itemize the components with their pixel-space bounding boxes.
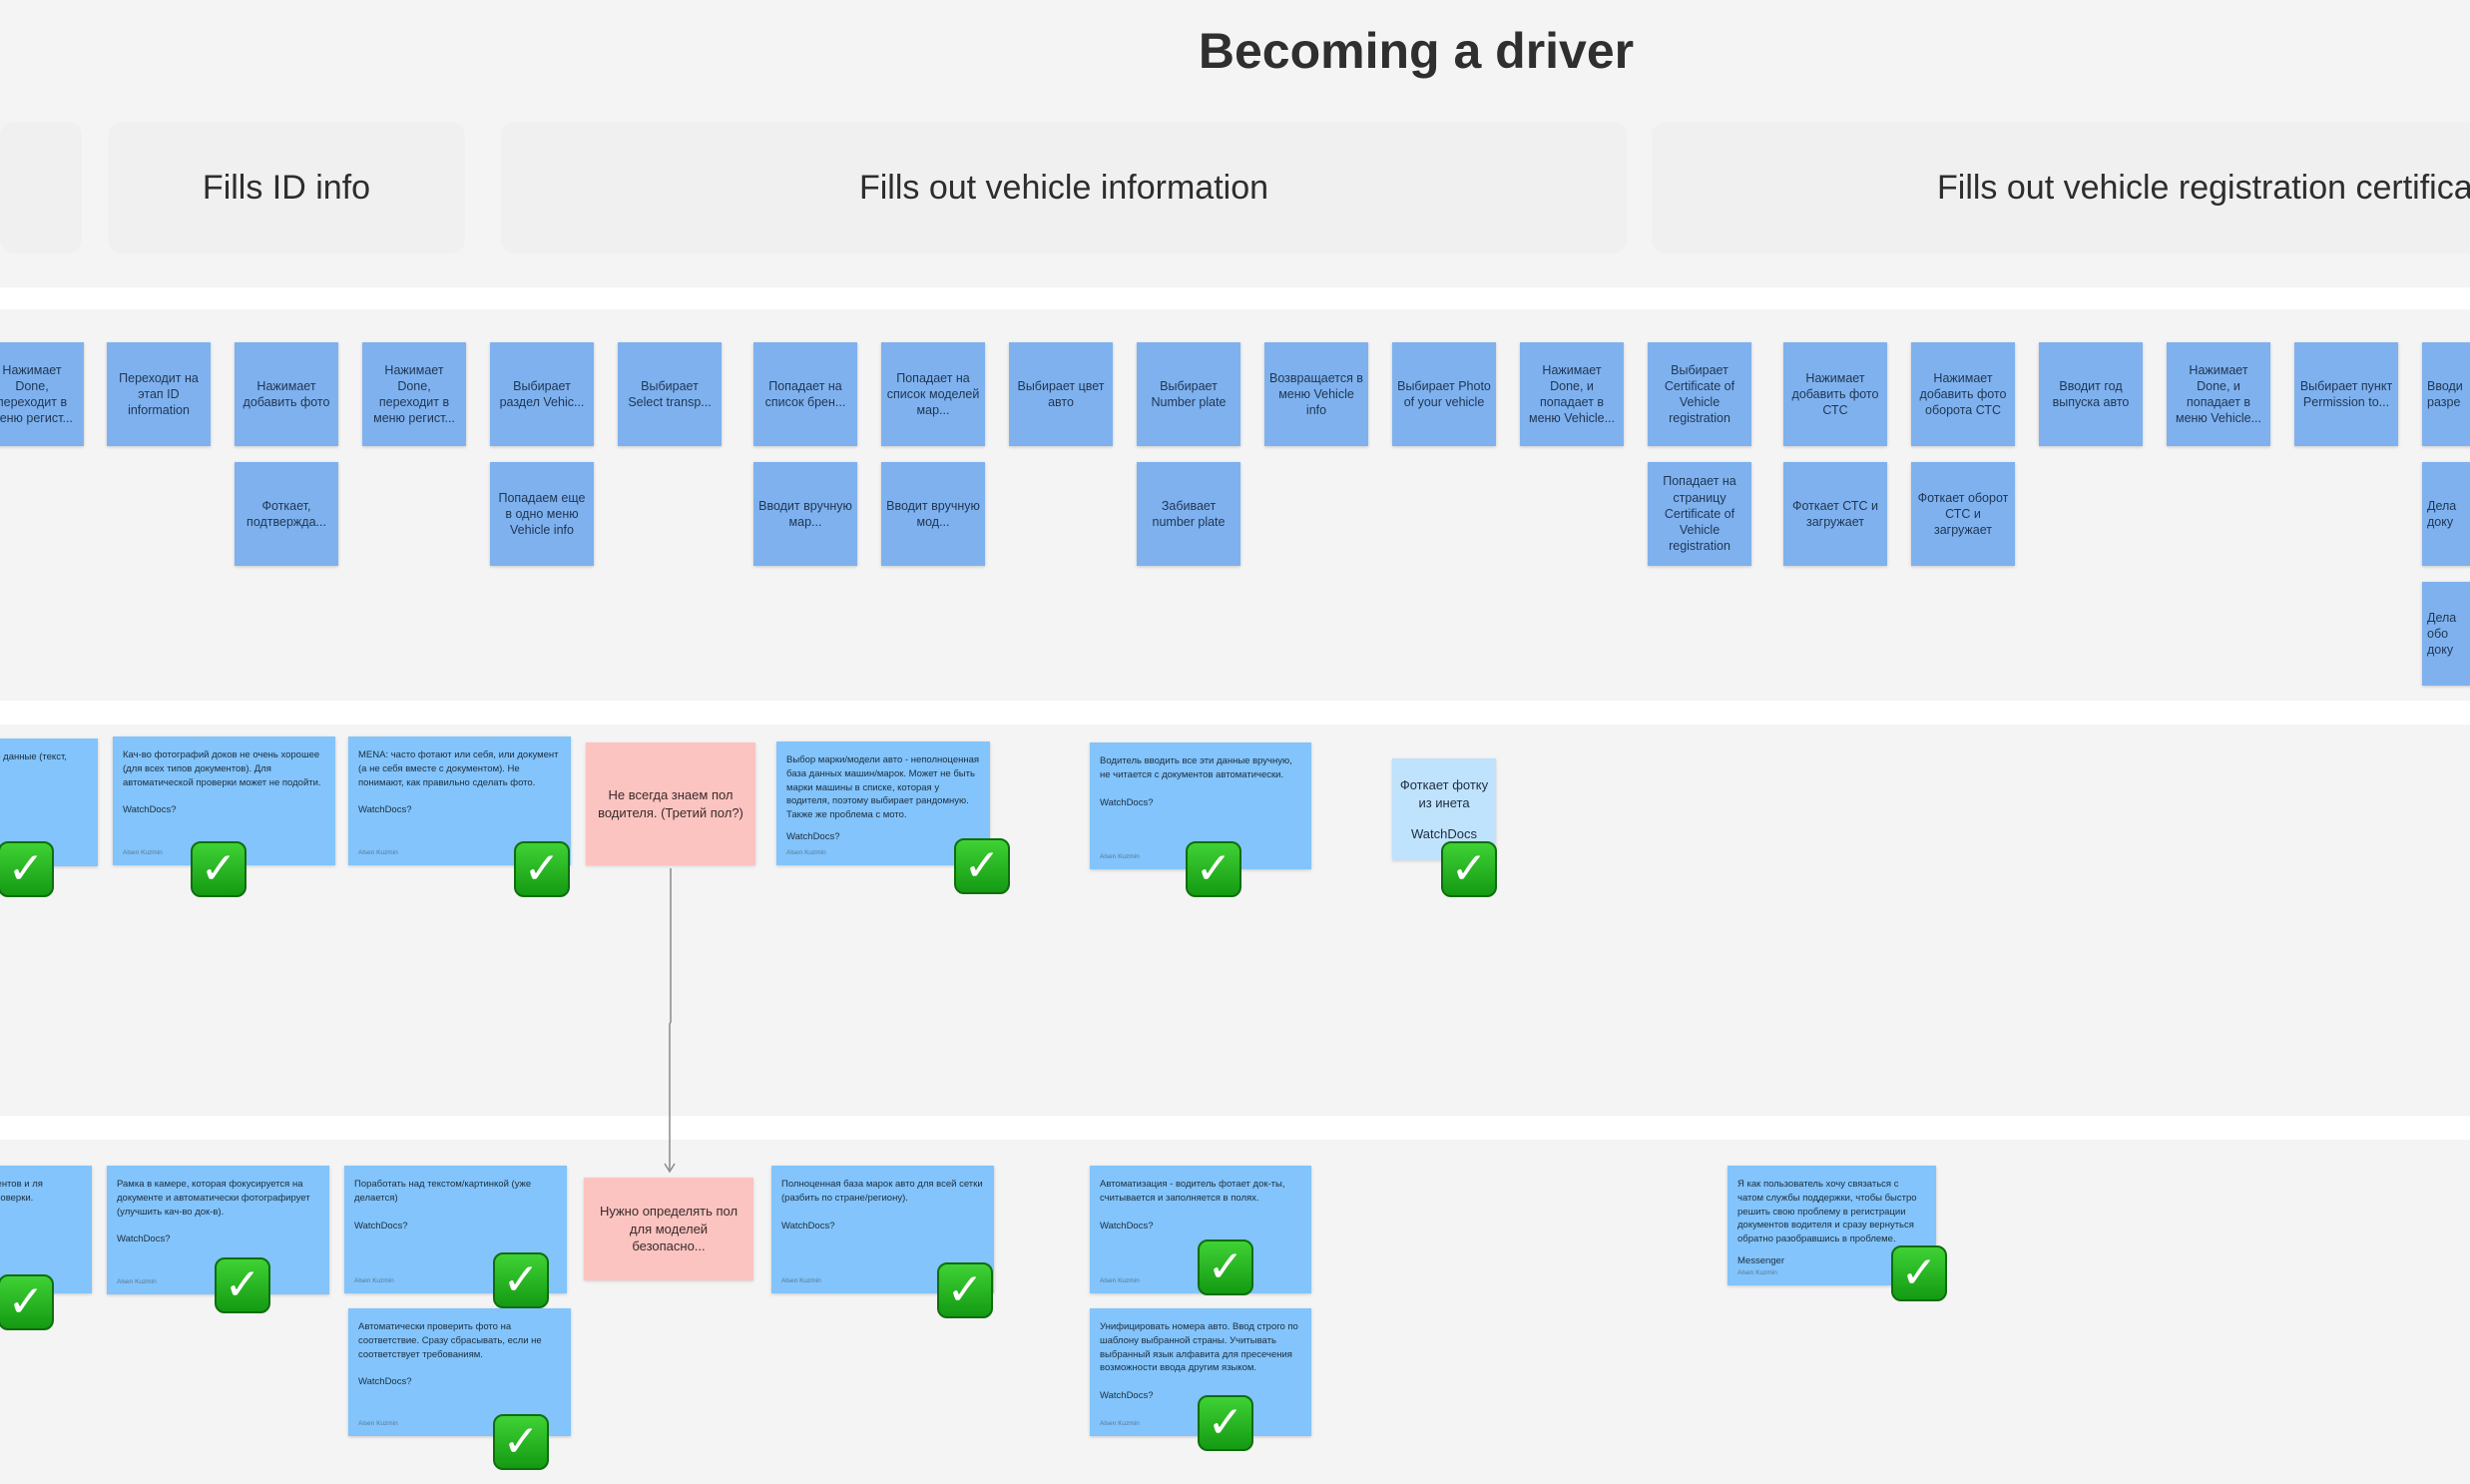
step-sticky[interactable]: Выбирает раздел Vehic... [490,342,594,446]
phase-registration-certificate[interactable]: Fills out vehicle registration certifica [1652,122,2470,253]
step-sticky[interactable]: Нажимает Done, переходит в меню регист..… [362,342,466,446]
step-sticky[interactable]: Выбирает Number plate [1137,342,1240,446]
step-sticky[interactable]: Нажимает Done, и попадает в меню Vehicle… [2167,342,2270,446]
note-author: Alsen Kuzmin [1100,852,1140,860]
step-sticky[interactable]: Вводит год выпуска авто [2039,342,2143,446]
note-tag: WatchDocs? [358,1376,412,1388]
note-text: но данные (текст, [0,751,67,762]
comment-sticky[interactable]: Поработать над текстом/картинкой (уже де… [344,1166,567,1293]
comment-sticky[interactable]: Водитель вводить все эти данные вручную,… [1090,742,1311,869]
step-sticky[interactable]: Нажимает добавить фото [235,342,338,446]
note-author: Alsen Kuzmin [1100,1276,1140,1284]
step-sticky[interactable]: Выбирает Certificate of Vehicle registra… [1648,342,1751,446]
note-text: Кач-во фотографий доков не очень хорошее… [123,749,321,788]
checkmark-icon: ✓ [1198,1395,1253,1451]
step-sticky[interactable]: Выбирает Select transp... [618,342,722,446]
step-sticky[interactable]: Забивает number plate [1137,462,1240,566]
note-author: Alsen Kuzmin [358,848,398,856]
step-sticky[interactable]: Вводит вручную мод... [881,462,985,566]
step-sticky[interactable]: Фоткает СТС и загружает [1783,462,1887,566]
step-sticky[interactable]: Нажимает Done, переходит в меню регист..… [0,342,84,446]
note-text: Автоматизация - водитель фотает док-ты, … [1100,1179,1285,1204]
step-sticky[interactable]: Попадает на список брен... [753,342,857,446]
step-sticky[interactable]: Вводи разре [2422,342,2470,446]
phase-fills-id-info[interactable]: Fills ID info [108,122,465,253]
checkmark-icon: ✓ [191,841,247,897]
checkmark-icon: ✓ [215,1257,270,1313]
note-tag: WatchDocs? [117,1234,171,1245]
note-tag: WatchDocs? [354,1220,408,1232]
issue-sticky[interactable]: Не всегда знаем пол водителя. (Третий по… [586,742,755,865]
checkmark-icon: ✓ [1198,1239,1253,1295]
step-sticky[interactable]: Фоткает оборот СТС и загружает [1911,462,2015,566]
issue-sticky[interactable]: Нужно определять пол для моделей безопас… [584,1178,753,1280]
note-author: Alsen Kuzmin [354,1276,394,1284]
note-text: Выбор марки/модели авто - неполноценная … [786,754,980,821]
note-text: Фоткает фотку из инета [1399,777,1489,810]
note-text: ментов и ля проверки. [0,1179,43,1204]
note-tag: WatchDocs? [358,804,412,816]
step-sticky[interactable]: Переходит на этап ID information [107,342,211,446]
step-sticky[interactable]: Дела обо доку [2422,582,2470,686]
step-sticky[interactable]: Дела доку [2422,462,2470,566]
note-author: Alsen Kuzmin [1100,1419,1140,1427]
note-text: Полноценная база марок авто для всей сет… [781,1179,983,1204]
note-text: Поработать над текстом/картинкой (уже де… [354,1179,532,1204]
note-tag: WatchDocs? [781,1220,835,1232]
checkmark-icon: ✓ [0,1274,54,1330]
step-sticky[interactable]: Попадает на страницу Certificate of Vehi… [1648,462,1751,566]
note-tag: WatchDocs? [1100,796,1154,808]
note-text: Унифицировать номера авто. Ввод строго п… [1100,1321,1298,1374]
checkmark-icon: ✓ [1891,1245,1947,1301]
note-author: Alsen Kuzmin [1737,1268,1777,1276]
note-text: Автоматически проверить фото на соответс… [358,1321,542,1360]
step-sticky[interactable]: Выбирает пункт Permission to... [2294,342,2398,446]
note-text: MENA: часто фотают или себя, или докумен… [358,749,559,788]
checkmark-icon: ✓ [954,838,1010,894]
step-sticky[interactable]: Нажимает Done, и попадает в меню Vehicle… [1520,342,1624,446]
step-sticky[interactable]: Фоткает, подтвержда... [235,462,338,566]
step-sticky[interactable]: Выбирает Photo of your vehicle [1392,342,1496,446]
step-sticky[interactable]: Возвращается в меню Vehicle info [1264,342,1368,446]
note-author: Alsen Kuzmin [781,1276,821,1284]
note-text: Рамка в камере, которая фокусируется на … [117,1179,310,1218]
step-sticky[interactable]: Попадает на список моделей мар... [881,342,985,446]
checkmark-icon: ✓ [1441,841,1497,897]
comment-sticky[interactable]: ментов и ля проверки. [0,1166,92,1293]
note-tag: WatchDocs [1411,826,1477,842]
step-sticky[interactable]: Попадаем еще в одно меню Vehicle info [490,462,594,566]
note-author: Alsen Kuzmin [358,1419,398,1427]
step-sticky[interactable]: Вводит вручную мар... [753,462,857,566]
note-tag: WatchDocs? [123,804,177,816]
checkmark-icon: ✓ [493,1414,549,1470]
lane-divider [0,1116,2470,1140]
step-sticky[interactable]: Нажимает добавить фото СТС [1783,342,1887,446]
phase-vehicle-information[interactable]: Fills out vehicle information [501,122,1627,253]
note-text: Я как пользователь хочу связаться с чато… [1737,1179,1917,1245]
phase-header[interactable] [0,122,82,253]
connector-arrow [664,868,676,1174]
checkmark-icon: ✓ [1186,841,1241,897]
note-author: Alsen Kuzmin [117,1277,157,1285]
board-title: Becoming a driver [1198,23,1635,79]
comment-sticky[interactable]: Рамка в камере, которая фокусируется на … [107,1166,329,1294]
lane-divider [0,287,2470,309]
step-sticky[interactable]: Выбирает цвет авто [1009,342,1113,446]
checkmark-icon: ✓ [493,1252,549,1308]
checkmark-icon: ✓ [0,841,54,897]
note-tag: WatchDocs? [1100,1220,1154,1232]
note-text: Водитель вводить все эти данные вручную,… [1100,755,1292,780]
note-tag: WatchDocs? [786,830,840,842]
note-tag: Messenger [1737,1254,1784,1266]
note-author: Alsen Kuzmin [786,848,826,856]
step-sticky[interactable]: Нажимает добавить фото оборота СТС [1911,342,2015,446]
note-author: Alsen Kuzmin [123,848,163,856]
lane-divider [0,701,2470,725]
note-tag: WatchDocs? [1100,1390,1154,1402]
checkmark-icon: ✓ [937,1262,993,1318]
checkmark-icon: ✓ [514,841,570,897]
